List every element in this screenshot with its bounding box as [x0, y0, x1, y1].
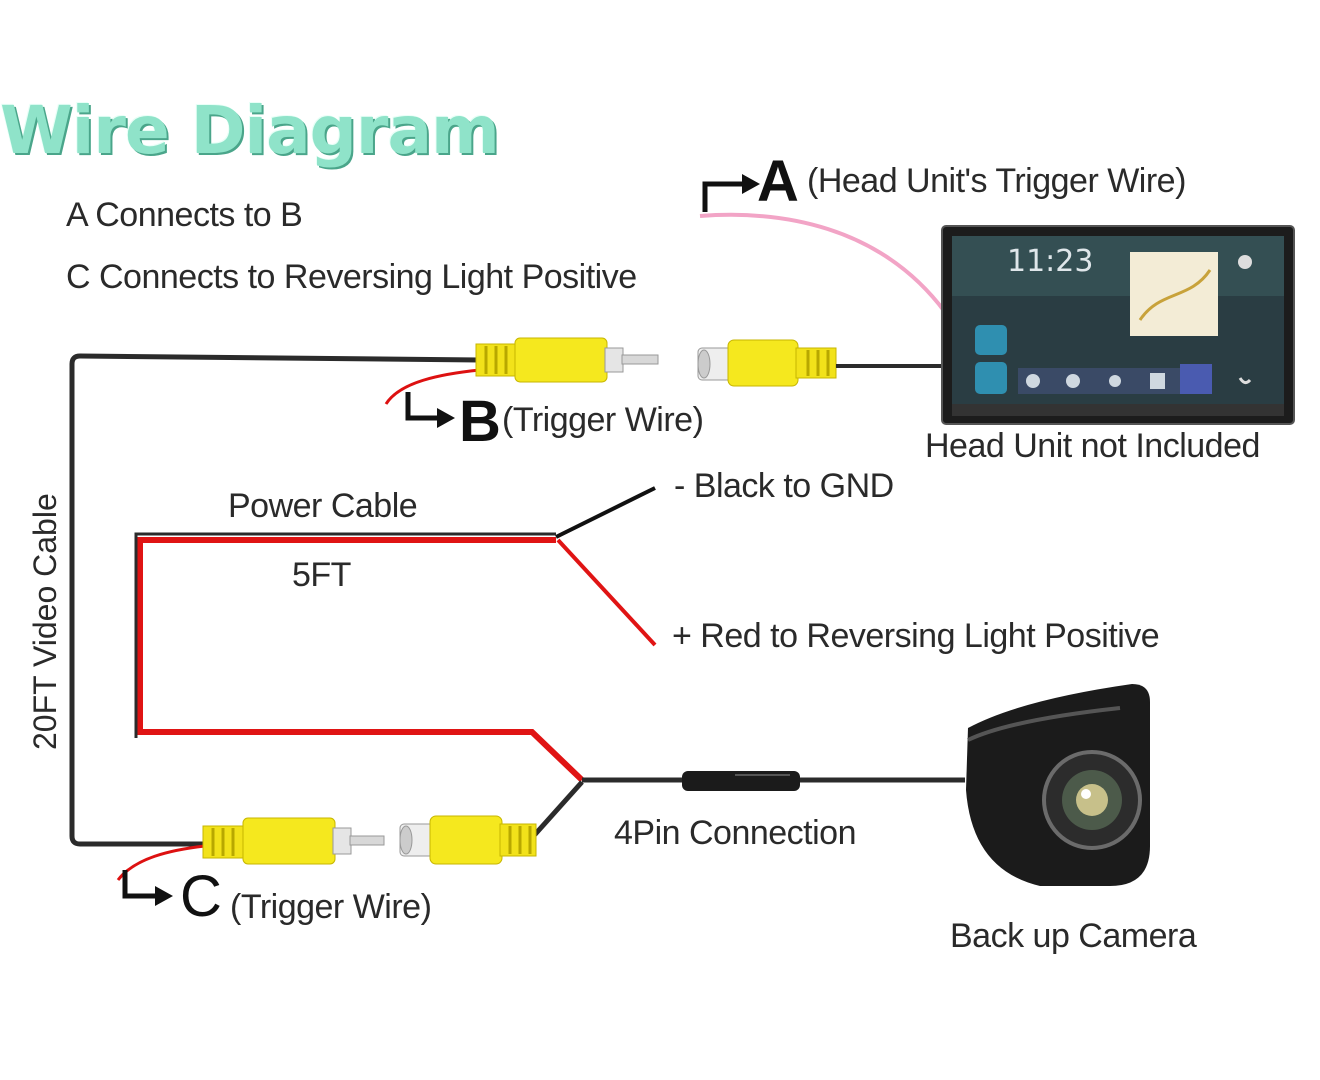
rca-plug-icon	[475, 337, 659, 383]
note-c-connects: C Connects to Reversing Light Positive	[66, 258, 637, 296]
black-gnd-label: - Black to GND	[674, 467, 894, 505]
arrow-b-icon	[405, 392, 440, 421]
diagram-title: Wire Diagram	[0, 92, 500, 169]
rca-plug-lower-icon	[202, 817, 385, 865]
head-unit-label: Head Unit not Included	[925, 427, 1260, 465]
red-positive-branch	[556, 538, 657, 647]
four-pin-label: 4Pin Connection	[614, 814, 857, 852]
power-cable-red	[137, 537, 585, 783]
red-positive-label: + Red to Reversing Light Positive	[672, 617, 1160, 655]
arrow-a-icon	[702, 181, 745, 212]
pink-trigger-wire	[699, 212, 947, 314]
power-cable-label: Power Cable	[228, 487, 418, 525]
label-c-text: (Trigger Wire)	[230, 888, 432, 926]
label-b-letter: B	[459, 389, 501, 454]
head-unit-clock: 11:23	[1007, 244, 1094, 279]
label-a-letter: A	[757, 149, 799, 214]
note-a-connects-b: A Connects to B	[66, 196, 303, 234]
rca-jack-icon	[697, 339, 837, 387]
power-cable-black	[134, 532, 556, 738]
rca-jack-lower-icon	[399, 815, 537, 865]
b-trigger-wire	[384, 368, 481, 405]
black-gnd-branch	[555, 486, 656, 539]
label-a-text: (Head Unit's Trigger Wire)	[807, 162, 1186, 200]
power-length-label: 5FT	[292, 556, 351, 594]
label-b-text: (Trigger Wire)	[502, 401, 704, 439]
camera-label: Back up Camera	[950, 917, 1197, 955]
lower-jack-wire	[528, 780, 584, 842]
video-cable	[69, 353, 481, 847]
label-c-letter: C	[180, 864, 222, 929]
head-unit-image	[941, 225, 1295, 425]
arrow-c-icon	[122, 870, 158, 899]
video-cable-label: 20FT Video Cable	[27, 493, 63, 750]
backup-camera-image	[966, 684, 1150, 886]
